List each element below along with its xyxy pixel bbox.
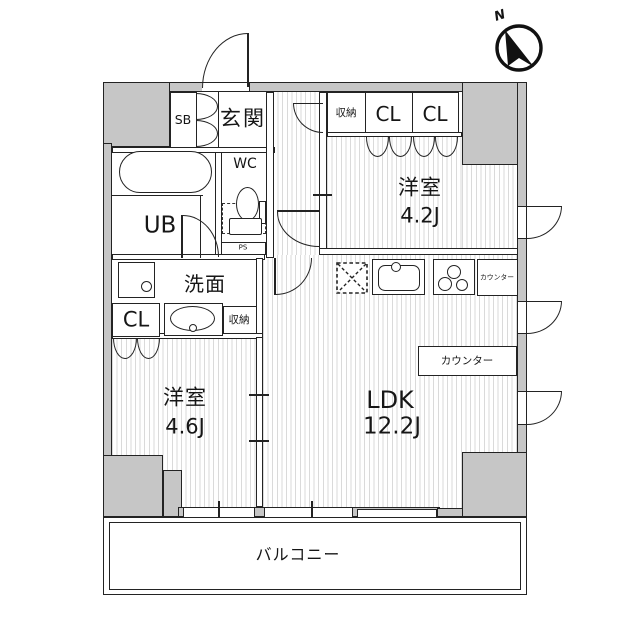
window-right-2-swing: [527, 301, 562, 334]
window-tick-bedroom2: [218, 501, 220, 523]
tick-divider-1: [249, 394, 269, 396]
label-cl-top-left: CL: [375, 102, 401, 126]
island-counter-box: [418, 346, 517, 376]
balcony: [103, 517, 527, 595]
window-right-1: [517, 206, 527, 239]
window-right-3-swing: [527, 391, 562, 425]
label-storage-mid: 収納: [228, 313, 250, 326]
wall-hall-left: [266, 92, 274, 258]
kitchen-counter-end-box: [477, 259, 518, 296]
toilet-tank: [229, 218, 262, 235]
wall-block-top-right: [462, 82, 527, 165]
shoebox-door-lower: [196, 120, 218, 147]
shoe-box: [170, 92, 197, 148]
stove-burner-2: [438, 277, 452, 291]
entrance-door-swing: [202, 33, 248, 88]
wall-block-bottom-left: [103, 455, 163, 517]
vanity-sink-drain: [189, 324, 197, 332]
floor-bedroom1-right: [462, 165, 518, 253]
label-ldk-size: 12.2J: [363, 413, 421, 440]
wall-block-bottom-right: [462, 452, 527, 517]
wall-left: [103, 143, 112, 460]
tick-divider-2: [249, 440, 269, 442]
bathtub-icon: [119, 151, 212, 193]
shoebox-door-upper: [196, 93, 218, 120]
entrance-door-leaf: [247, 33, 249, 87]
label-ub: UB: [143, 212, 177, 239]
label-counter-kitchen: カウンター: [480, 273, 514, 282]
compass-icon: [495, 24, 543, 72]
ps-box: [221, 242, 266, 255]
label-cl-top-right: CL: [422, 102, 448, 126]
genkan-step-line: [218, 92, 220, 147]
label-wc: WC: [233, 156, 257, 172]
window-tick-ldk: [311, 501, 313, 523]
label-genkan: 玄関: [220, 106, 266, 131]
ub-door-leaf: [181, 215, 183, 258]
wall-ldk-bedroom1: [319, 248, 518, 255]
stove-burner-1: [447, 265, 461, 279]
hall-door-leaf: [277, 210, 319, 212]
label-storage-top: 収納: [335, 106, 357, 119]
label-bedroom1-size: 4.2J: [400, 203, 440, 228]
toilet-icon: [236, 187, 259, 221]
wall-block-top-left: [103, 82, 170, 147]
balcony-inner-rail: [109, 522, 521, 590]
wall-washroom-right: [256, 258, 263, 338]
wall-bottom-right-strip: [437, 508, 463, 517]
label-balcony: バルコニー: [255, 545, 341, 564]
stove-burner-3: [456, 279, 468, 291]
wall-divider-bedroom2-ldk: [256, 337, 263, 507]
window-right-1-swing: [527, 206, 562, 239]
label-bedroom2-name: 洋室: [163, 385, 207, 410]
ldk-door-leaf: [274, 258, 276, 295]
closet-top-left-box: [365, 92, 413, 136]
label-bedroom1-name: 洋室: [398, 175, 442, 200]
window-right-3: [517, 391, 527, 425]
label-ps: PS: [238, 243, 248, 252]
tick-hall-wall: [313, 194, 332, 196]
label-washroom: 洗面: [184, 272, 226, 296]
wall-under-closets: [327, 132, 462, 137]
closet-west-box: [112, 303, 160, 337]
ub-door-swing: [183, 215, 219, 257]
refrigerator-space-icon: [336, 262, 368, 294]
wall-block-bottom-left-step: [163, 470, 182, 517]
label-bedroom2-size: 4.6J: [165, 414, 205, 439]
toilet-flush-tab: [259, 201, 266, 224]
label-counter-island: カウンター: [440, 354, 494, 367]
label-cl-west: CL: [122, 307, 150, 332]
label-sb: SB: [174, 111, 192, 127]
label-ldk-name: LDK: [366, 386, 414, 414]
storage-mid-box: [223, 306, 257, 334]
kitchen-faucet-icon: [391, 262, 401, 272]
ub-inner-line-h: [112, 195, 203, 197]
washing-machine-dial: [141, 281, 152, 292]
floor-ldk-lower: [263, 452, 462, 508]
window-right-2: [517, 301, 527, 334]
washing-machine-icon: [118, 262, 155, 298]
